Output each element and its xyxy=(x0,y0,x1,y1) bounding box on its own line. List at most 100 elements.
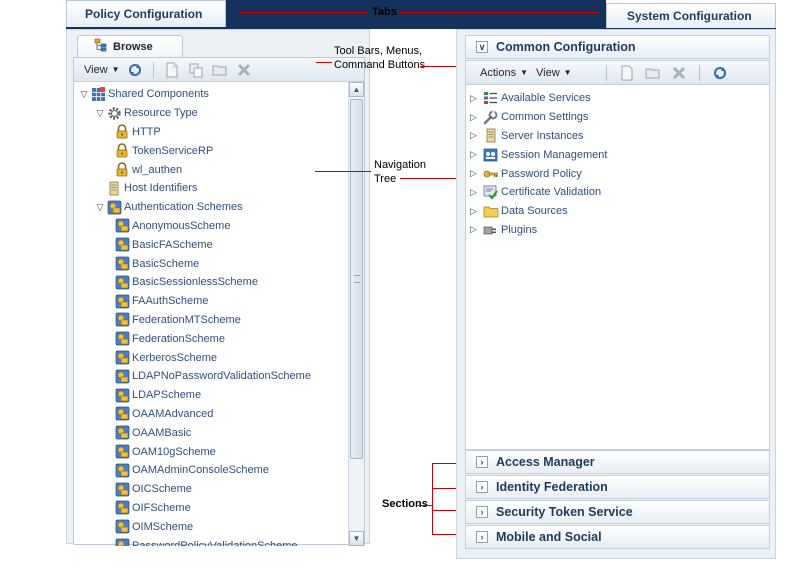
tree-node[interactable]: OIMScheme xyxy=(74,517,350,536)
navigation-annotation-line1: Navigation xyxy=(374,159,426,171)
tree-node-label: OAAMAdvanced xyxy=(132,407,214,420)
collapsed-triangle-icon[interactable]: ▷ xyxy=(470,92,477,103)
scrollbar-thumb[interactable] xyxy=(350,99,363,459)
create-button-right[interactable] xyxy=(618,64,636,82)
scheme-icon xyxy=(114,237,130,253)
certificate-icon xyxy=(482,184,499,200)
tree-node[interactable]: LDAPNoPasswordValidationScheme xyxy=(74,367,350,386)
scheme-icon xyxy=(114,481,130,497)
service-item[interactable]: ▷Data Sources xyxy=(466,202,769,221)
caret-down-icon: ▼ xyxy=(111,65,120,74)
service-item[interactable]: ▷Server Instances xyxy=(466,127,769,146)
tab-policy-configuration[interactable]: Policy Configuration xyxy=(66,0,226,27)
navigation-annotation-line2: Tree xyxy=(374,173,397,185)
tree-node[interactable]: Host Identifiers xyxy=(74,179,350,198)
service-item[interactable]: ▷Available Services xyxy=(466,89,769,108)
expanded-triangle-icon[interactable]: ▽ xyxy=(96,201,104,212)
service-item[interactable]: ▷Plugins xyxy=(466,221,769,240)
section-header[interactable]: ›Access Manager xyxy=(465,450,770,474)
tree-node[interactable]: ▽ Resource Type xyxy=(74,104,350,123)
view-menu-right[interactable]: View ▼ xyxy=(536,67,572,79)
server-icon xyxy=(482,128,499,144)
tree-node[interactable]: OAAMBasic xyxy=(74,423,350,442)
tab-system-configuration[interactable]: System Configuration xyxy=(606,3,776,28)
tree-node[interactable]: OICScheme xyxy=(74,480,350,499)
tree-node[interactable]: ▽Authentication Schemes xyxy=(74,198,350,217)
create-button[interactable] xyxy=(163,61,181,79)
collapsed-triangle-icon[interactable]: ▷ xyxy=(470,168,477,179)
service-item[interactable]: ▷Password Policy xyxy=(466,164,769,183)
collapsed-triangle-icon[interactable]: ▷ xyxy=(470,130,477,141)
tree-node-label: OIMScheme xyxy=(132,520,194,533)
tree-node[interactable]: TokenServiceRP xyxy=(74,141,350,160)
tree-node[interactable]: OAMAdminConsoleScheme xyxy=(74,461,350,480)
tree-node[interactable]: KerberosScheme xyxy=(74,348,350,367)
refresh-button[interactable] xyxy=(126,61,144,79)
collapsed-triangle-icon[interactable]: ▷ xyxy=(470,149,477,160)
server-icon xyxy=(106,180,122,196)
tree-node[interactable]: ▽Shared Components xyxy=(74,85,350,104)
collapsed-triangle-icon[interactable]: ▷ xyxy=(470,205,477,216)
tree-node-label: Resource Type xyxy=(124,107,198,120)
tree-node[interactable]: BasicSessionlessScheme xyxy=(74,273,350,292)
open-button-right[interactable] xyxy=(644,64,662,82)
section-header-label: Security Token Service xyxy=(496,505,633,519)
scheme-icon xyxy=(114,368,130,384)
list-icon xyxy=(482,90,499,106)
tab-strip-right xyxy=(226,18,776,28)
tree-node[interactable]: BasicScheme xyxy=(74,254,350,273)
grid-icon xyxy=(90,86,106,102)
expanded-triangle-icon[interactable]: ▽ xyxy=(96,107,104,118)
service-item[interactable]: ▷Session Management xyxy=(466,145,769,164)
tree-node[interactable]: FAAuthScheme xyxy=(74,292,350,311)
delete-button[interactable] xyxy=(235,61,253,79)
tree-node[interactable]: HTTP xyxy=(74,123,350,142)
duplicate-button[interactable] xyxy=(187,61,205,79)
scheme-icon xyxy=(114,387,130,403)
collapsed-triangle-icon[interactable]: ▷ xyxy=(470,186,477,197)
view-menu[interactable]: View ▼ xyxy=(84,64,120,76)
tree-node-label: FAAuthScheme xyxy=(132,295,209,308)
common-configuration-header[interactable]: ∨ Common Configuration xyxy=(465,35,770,59)
section-header[interactable]: ›Identity Federation xyxy=(465,475,770,499)
scroll-up-arrow-icon[interactable]: ▲ xyxy=(349,82,364,97)
tree-node[interactable]: OIFScheme xyxy=(74,499,350,518)
actions-menu[interactable]: Actions ▼ xyxy=(480,67,528,79)
tree-scrollbar[interactable]: ▲ ▼ xyxy=(348,82,364,546)
tree-node-label: OICScheme xyxy=(132,483,192,496)
section-header[interactable]: ›Security Token Service xyxy=(465,500,770,524)
sections-bracket-mid2 xyxy=(432,510,456,511)
tree-node[interactable]: FederationScheme xyxy=(74,329,350,348)
tree-node[interactable]: PasswordPolicyValidationScheme xyxy=(74,536,350,546)
tree-node[interactable]: LDAPScheme xyxy=(74,386,350,405)
tabs-annotation: Tabs xyxy=(372,6,397,18)
tree-node[interactable]: AnonymousScheme xyxy=(74,217,350,236)
open-folder-icon xyxy=(212,65,227,75)
collapsed-triangle-icon[interactable]: ▷ xyxy=(470,111,477,122)
scheme-icon xyxy=(114,274,130,290)
tree-node[interactable]: wl_authen xyxy=(74,160,350,179)
open-folder-icon xyxy=(645,68,660,78)
service-item[interactable]: ▷Certificate Validation xyxy=(466,183,769,202)
new-document-icon xyxy=(621,65,633,80)
section-header[interactable]: ›Mobile and Social xyxy=(465,525,770,549)
refresh-icon xyxy=(713,66,726,79)
expanded-triangle-icon[interactable]: ▽ xyxy=(80,88,88,99)
caret-down-icon: ▼ xyxy=(563,68,572,77)
refresh-button-right[interactable] xyxy=(711,64,729,82)
hierarchy-icon xyxy=(94,38,108,55)
open-button[interactable] xyxy=(211,61,229,79)
tree-node-label: OIFScheme xyxy=(132,501,191,514)
tree-node[interactable]: BasicFAScheme xyxy=(74,235,350,254)
tree-node[interactable]: FederationMTScheme xyxy=(74,311,350,330)
tree-node[interactable]: OAAMAdvanced xyxy=(74,405,350,424)
collapsed-triangle-icon[interactable]: ▷ xyxy=(470,224,477,235)
service-item[interactable]: ▷Common Settings xyxy=(466,108,769,127)
key-icon xyxy=(482,166,499,182)
tree-node[interactable]: OAM10gScheme xyxy=(74,442,350,461)
tree-node-label: BasicScheme xyxy=(132,257,200,270)
browse-tab[interactable]: Browse xyxy=(77,35,183,57)
scheme-icon xyxy=(114,256,130,272)
delete-button-right[interactable] xyxy=(670,64,688,82)
scroll-down-arrow-icon[interactable]: ▼ xyxy=(349,531,364,546)
